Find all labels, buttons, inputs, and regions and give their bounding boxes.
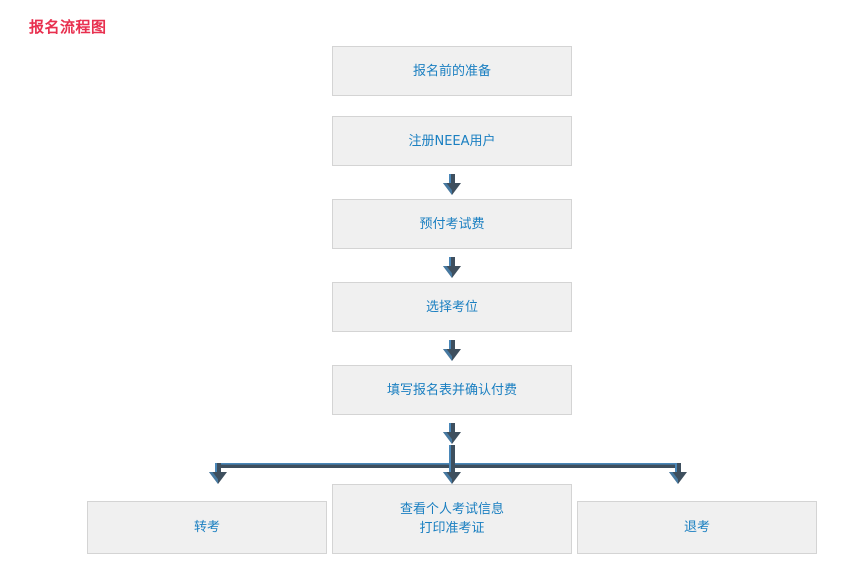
split-bar (218, 463, 678, 468)
flow-node-cancel-exam[interactable]: 退考 (577, 501, 817, 554)
flow-node-transfer-exam[interactable]: 转考 (87, 501, 327, 554)
flow-node-view-info-print-admission[interactable]: 查看个人考试信息 打印准考证 (332, 484, 572, 554)
arrow-down-icon-4 (443, 423, 461, 444)
flow-node-register-neea[interactable]: 注册NEEA用户 (332, 116, 572, 166)
arrow-down-icon-branch-left (209, 463, 227, 484)
flow-node-prepay-fee[interactable]: 预付考试费 (332, 199, 572, 249)
flow-node-label: 选择考位 (425, 299, 478, 315)
flow-node-preparation[interactable]: 报名前的准备 (332, 46, 572, 96)
connector-stub-to-split-bar (449, 445, 455, 467)
flow-node-label: 预付考试费 (419, 216, 485, 232)
arrow-down-icon-1 (443, 174, 461, 195)
page-title: 报名流程图 (29, 18, 107, 36)
arrow-down-icon-2 (443, 257, 461, 278)
flow-node-label: 报名前的准备 (412, 63, 491, 79)
flow-node-label: 退考 (683, 520, 710, 535)
flow-node-fill-form-confirm-payment[interactable]: 填写报名表并确认付费 (332, 365, 572, 415)
flow-node-label: 填写报名表并确认付费 (386, 382, 517, 398)
flow-node-label: 转考 (193, 520, 220, 535)
arrow-down-icon-branch-right (669, 463, 687, 484)
arrow-down-icon-3 (443, 340, 461, 361)
flow-node-label: 注册NEEA用户 (408, 133, 496, 149)
flow-node-select-seat[interactable]: 选择考位 (332, 282, 572, 332)
flow-node-label: 查看个人考试信息 打印准考证 (399, 502, 504, 536)
arrow-down-icon-branch-center (443, 463, 461, 484)
